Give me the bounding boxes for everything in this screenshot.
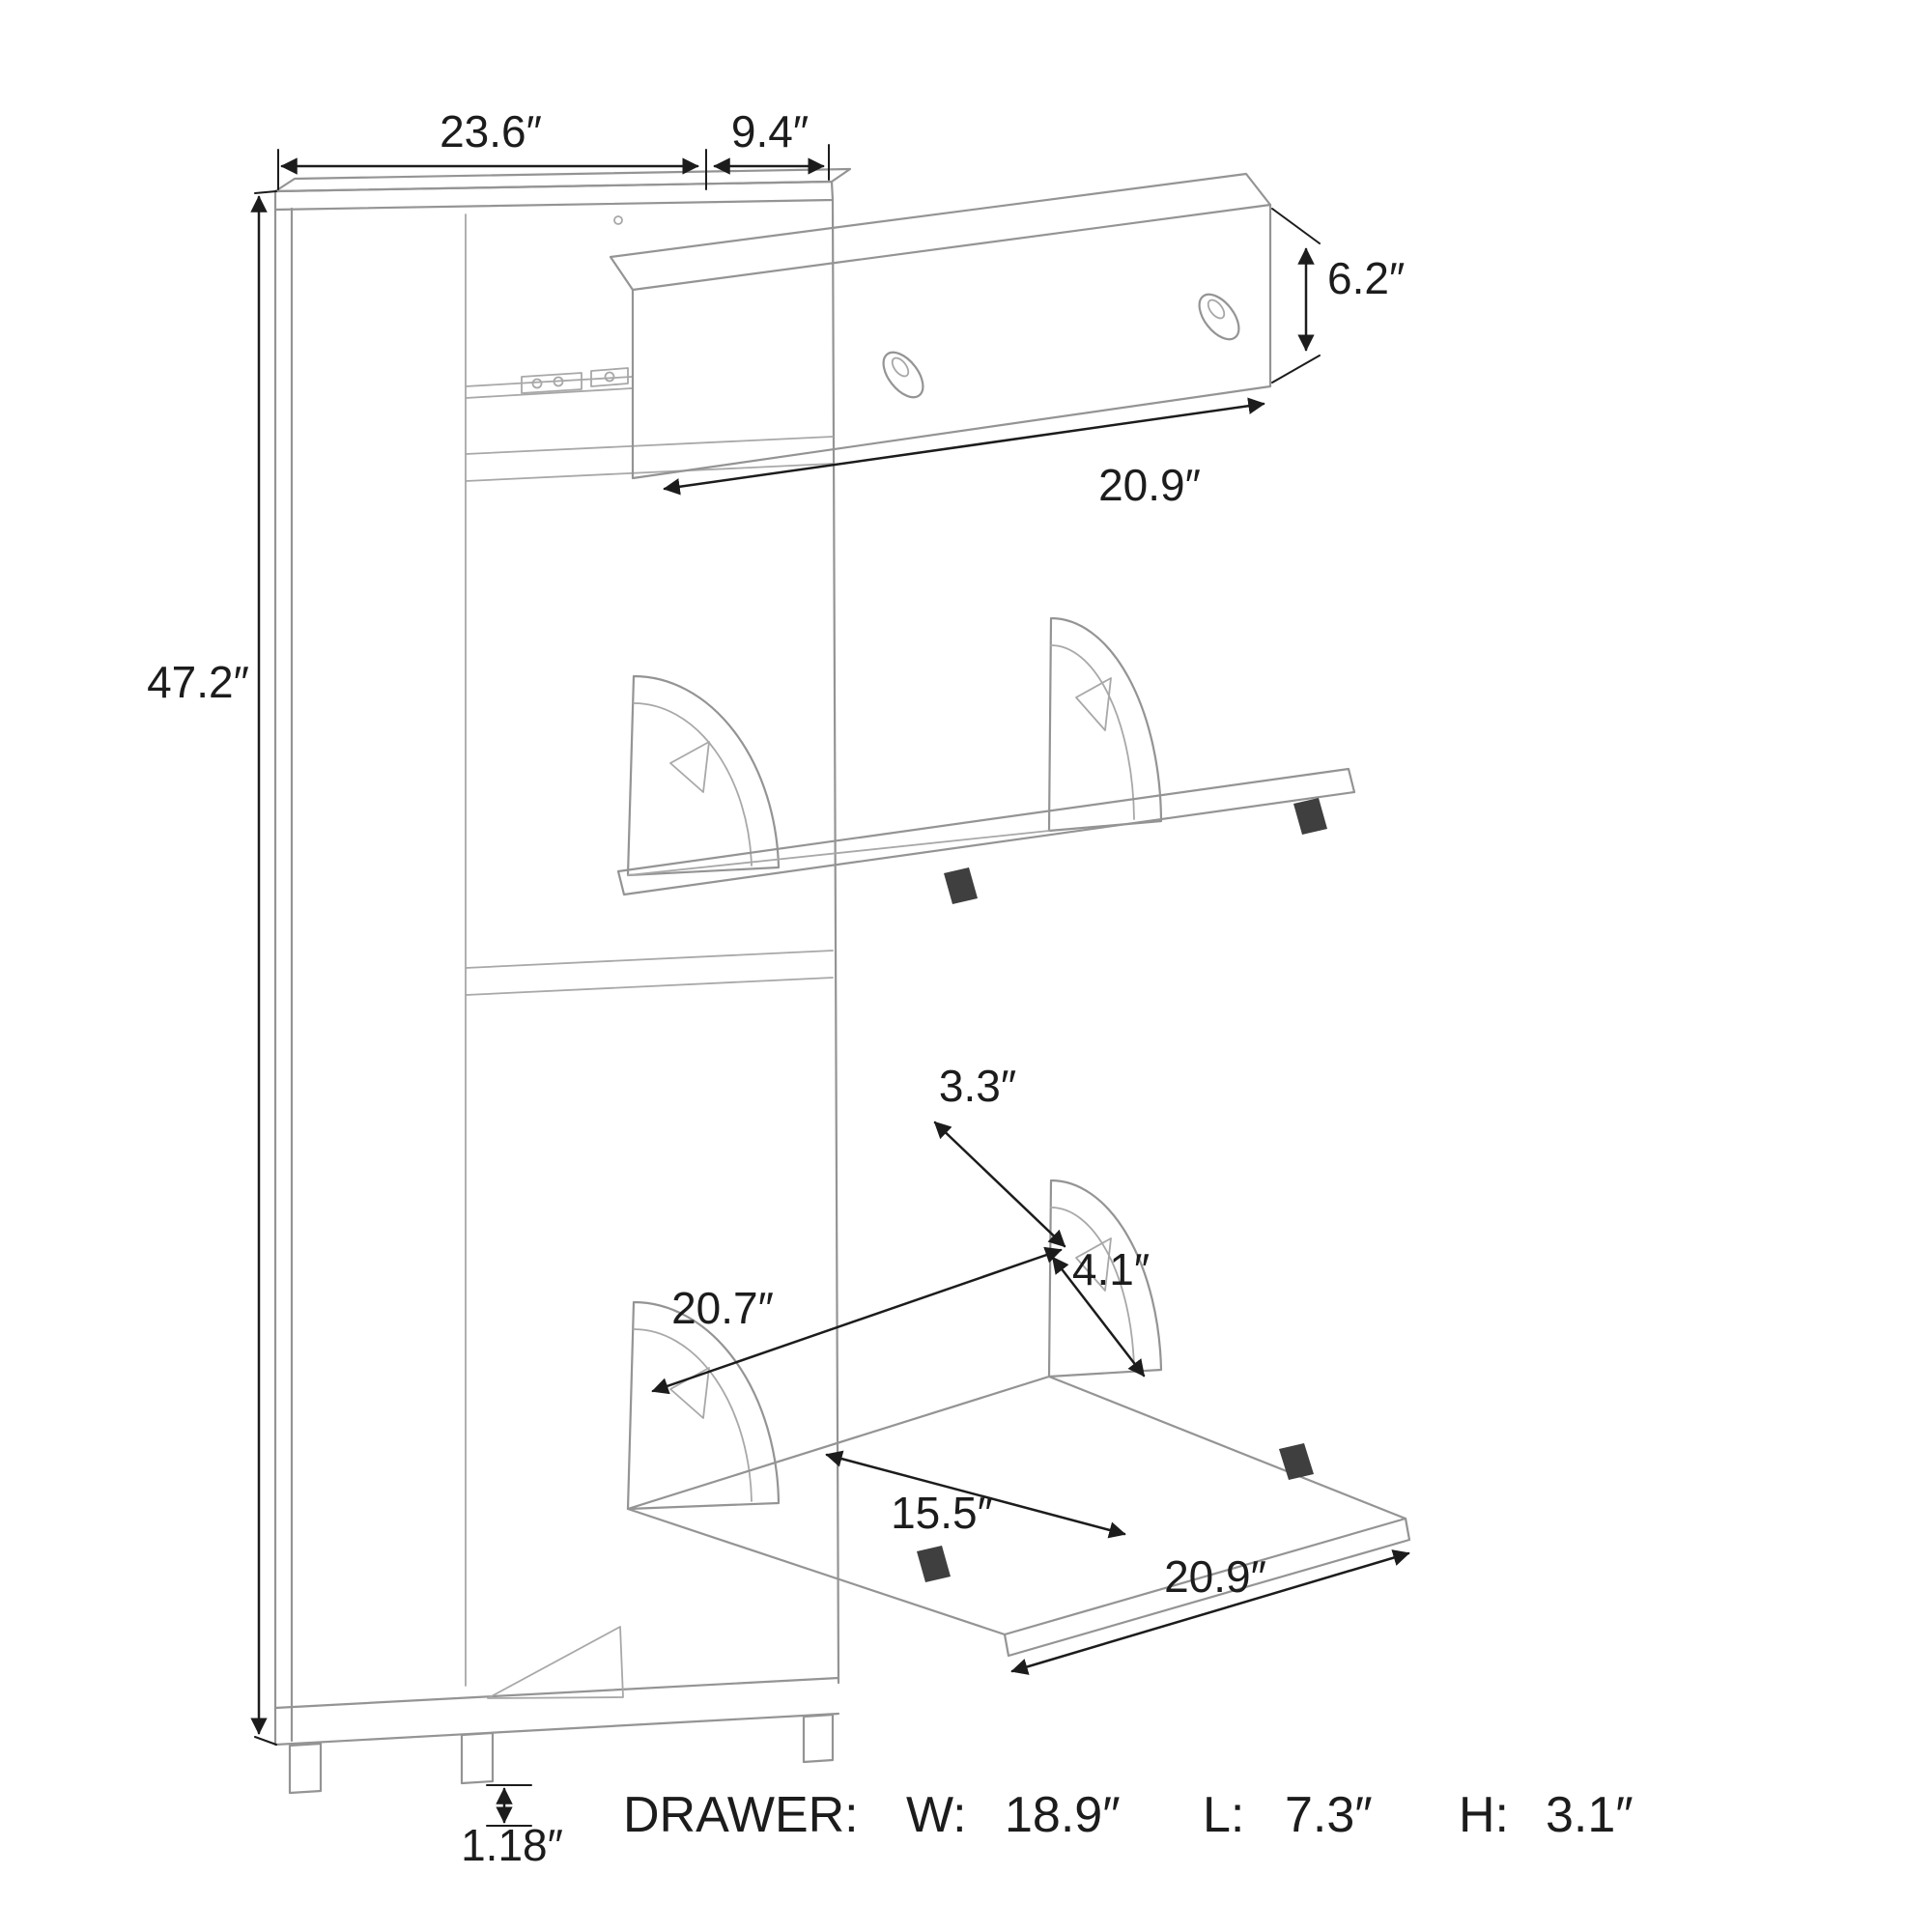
dim-arrow-flap-inner [825, 1450, 1126, 1539]
dim-label-flap-length: 20.7″ [671, 1283, 774, 1333]
extension-ticks-height [254, 190, 277, 1746]
dimension-lines [250, 144, 1410, 1827]
cabinet-foot-right [802, 1713, 835, 1764]
dim-label-top-depth: 9.4″ [731, 106, 809, 156]
dim-label-flap-inner: 15.5″ [891, 1488, 993, 1538]
extension-ticks-foot [486, 1784, 532, 1827]
cabinet-body [273, 167, 852, 1795]
dim-arrow-drawer-width [663, 397, 1265, 496]
drawer-handle-right-icon [1198, 293, 1240, 341]
middle-door-foot-right [1293, 798, 1327, 835]
middle-door-foot-left [944, 867, 978, 904]
caption-h-label: H: [1459, 1787, 1509, 1843]
dim-label-drawer-width: 20.9″ [1098, 460, 1201, 510]
middle-left-cheek [626, 674, 781, 877]
caption-w-value: 18.9″ [1005, 1787, 1121, 1843]
slide-rail-hardware [521, 367, 629, 394]
cabinet-foot-middle [460, 1731, 495, 1785]
drawer-slide-rails [465, 376, 633, 399]
bottom-left-cheek [626, 1300, 781, 1511]
middle-right-cheek-inner [1050, 644, 1135, 820]
bottom-flip-door [626, 1179, 1411, 1658]
cabinet-shelves [465, 436, 834, 996]
drawer-handle-left-hole [891, 356, 910, 378]
middle-left-cheek-inner [633, 702, 753, 867]
cabinet-bottom-brace [487, 1626, 624, 1699]
dim-label-foot-height: 1.18″ [461, 1820, 563, 1870]
caption-l-label: L: [1203, 1787, 1244, 1843]
middle-hinge-line [627, 830, 1050, 876]
cabinet-foot-left [288, 1742, 323, 1795]
dim-arrow-flap-length [651, 1246, 1063, 1395]
bottom-door-foot-right [1279, 1443, 1314, 1480]
rail-roller-3 [604, 371, 615, 383]
dim-label-cabinet-height: 47.2″ [147, 657, 249, 707]
cabinet-right-edge [831, 198, 840, 1685]
drawer-handle-left-icon [882, 351, 924, 399]
caption-drawer-label: DRAWER: [623, 1787, 859, 1843]
dim-arrow-flap-width [1010, 1549, 1410, 1675]
cabinet-top-face [273, 167, 852, 193]
bottom-door-foot-left [917, 1546, 951, 1582]
screw-detail [613, 215, 623, 225]
caption-w-label: W: [906, 1787, 967, 1843]
dim-label-top-width: 23.6″ [440, 106, 542, 156]
caption-h-value: 3.1″ [1546, 1787, 1634, 1843]
drawer-front-panel [631, 203, 1272, 480]
extension-ticks-top [277, 144, 830, 190]
dim-arrow-flap-gap [933, 1121, 1066, 1248]
pull-out-drawer [465, 172, 1272, 480]
dim-label-drawer-height: 6.2″ [1327, 253, 1405, 303]
dimension-labels: 23.6″ 9.4″ 6.2″ 20.9″ 47.2″ 3.3″ 4.1″ 20… [147, 106, 1405, 1870]
middle-flip-door [616, 616, 1356, 904]
dim-label-flap-width: 20.9″ [1164, 1551, 1266, 1602]
dim-label-flap-depth: 4.1″ [1072, 1244, 1150, 1294]
cabinet-top-slab [273, 180, 835, 212]
dim-label-flap-gap: 3.3″ [939, 1061, 1016, 1111]
drawer-open-rim [609, 172, 1272, 292]
caption-l-value: 7.3″ [1285, 1787, 1373, 1843]
middle-cheek-cutouts [669, 677, 1112, 793]
dim-arrow-flap-depth [1051, 1256, 1146, 1378]
rail-roller-1 [531, 378, 543, 389]
cabinet-left-edge [273, 207, 294, 1747]
extension-ticks-drawer-height [1271, 208, 1321, 384]
middle-door-panel [616, 767, 1356, 896]
rail-roller-2 [553, 376, 564, 387]
drawer-spec-caption: DRAWER: W: 18.9″ L: 7.3″ H: 3.1″ [623, 1787, 1634, 1843]
drawer-handle-right-hole [1207, 298, 1226, 320]
cabinet-base [273, 1676, 840, 1747]
